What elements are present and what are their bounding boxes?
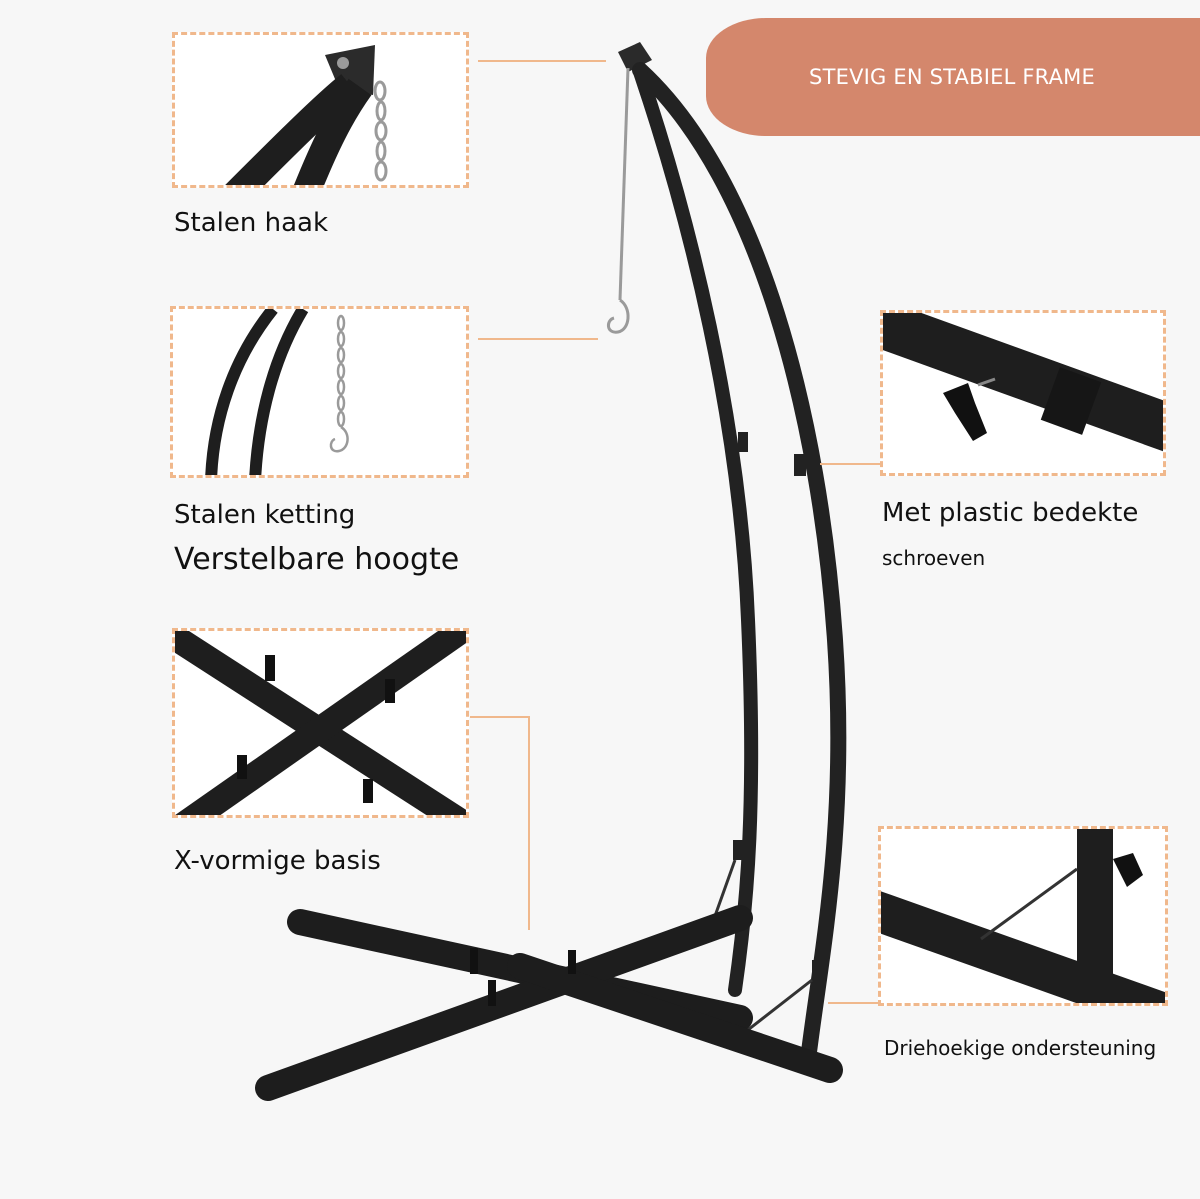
connector-chain [478,338,598,340]
label-screws: Met plastic bedekte [882,498,1139,528]
label-height: Verstelbare hoogte [174,542,460,577]
connector-hook [478,60,606,62]
connector-base-h [470,716,530,718]
label-hook: Stalen haak [174,208,328,238]
chain-icon [607,67,630,334]
connector-support [828,1002,882,1004]
detail-panel-chain [170,306,469,478]
detail-panel-support [878,826,1168,1006]
detail-panel-screws [880,310,1166,476]
label-chain: Stalen ketting [174,500,356,530]
detail-panel-base [172,628,469,818]
label-base: X-vormige basis [174,846,381,876]
connector-base-v [528,716,530,930]
title-banner: STEVIG EN STABIEL FRAME [706,18,1200,136]
label-screws-sub: schroeven [882,546,986,570]
detail-panel-hook [172,32,469,188]
label-support: Driehoekige ondersteuning [884,1036,1157,1060]
banner-title: STEVIG EN STABIEL FRAME [809,65,1095,89]
connector-screws [820,463,882,465]
